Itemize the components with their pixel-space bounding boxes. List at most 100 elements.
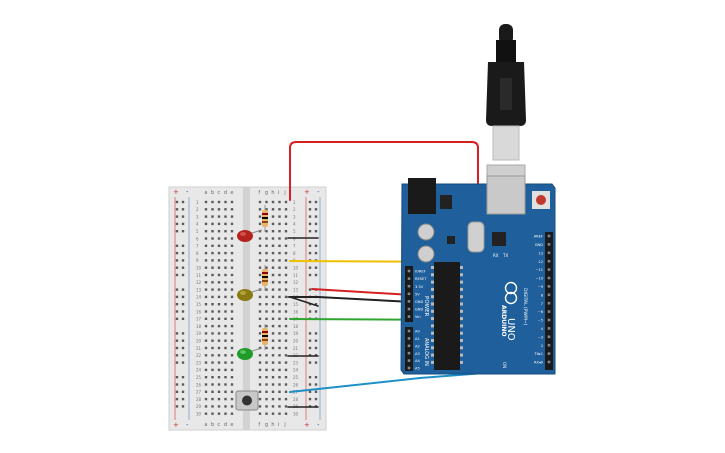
breadboard-hole[interactable] <box>211 266 214 269</box>
breadboard-hole[interactable] <box>230 332 234 335</box>
breadboard-hole[interactable] <box>265 310 268 313</box>
breadboard-hole[interactable] <box>278 281 281 284</box>
header-pin[interactable] <box>547 276 551 280</box>
breadboard-hole[interactable] <box>204 354 208 357</box>
breadboard-hole[interactable] <box>284 368 288 372</box>
breadboard-hole[interactable] <box>278 397 281 401</box>
breadboard-hole[interactable] <box>230 244 234 247</box>
black-wire-rail[interactable] <box>289 296 319 307</box>
breadboard-hole[interactable] <box>204 273 208 277</box>
breadboard-hole[interactable] <box>265 317 268 320</box>
rail-hole[interactable] <box>175 383 179 386</box>
breadboard-hole[interactable] <box>284 317 288 320</box>
breadboard-hole[interactable] <box>204 200 208 204</box>
header-pin[interactable] <box>407 292 411 296</box>
breadboard-hole[interactable] <box>278 244 281 247</box>
breadboard-hole[interactable] <box>230 376 234 379</box>
rail-hole[interactable] <box>308 251 312 255</box>
breadboard-hole[interactable] <box>278 346 281 350</box>
breadboard-hole[interactable] <box>217 230 221 233</box>
rail-hole[interactable] <box>308 273 312 277</box>
breadboard-hole[interactable] <box>230 303 234 306</box>
breadboard-hole[interactable] <box>258 266 262 269</box>
breadboard-hole[interactable] <box>211 368 214 372</box>
rail-hole[interactable] <box>308 346 312 350</box>
breadboard-hole[interactable] <box>224 324 227 328</box>
breadboard-hole[interactable] <box>284 266 288 269</box>
breadboard-hole[interactable] <box>265 303 268 306</box>
breadboard-hole[interactable] <box>278 332 281 335</box>
breadboard-hole[interactable] <box>224 295 227 299</box>
breadboard-hole[interactable] <box>230 317 234 320</box>
breadboard-hole[interactable] <box>230 368 234 372</box>
breadboard-hole[interactable] <box>278 215 281 218</box>
rail-hole[interactable] <box>308 397 312 401</box>
breadboard-hole[interactable] <box>271 310 275 313</box>
breadboard-hole[interactable] <box>258 222 262 226</box>
breadboard-hole[interactable] <box>265 383 268 386</box>
breadboard-hole[interactable] <box>204 317 208 320</box>
breadboard-hole[interactable] <box>211 222 214 226</box>
breadboard-hole[interactable] <box>224 266 227 269</box>
resistor-2[interactable] <box>262 265 268 291</box>
breadboard-hole[interactable] <box>284 230 288 233</box>
breadboard-hole[interactable] <box>204 266 208 269</box>
rail-hole[interactable] <box>314 273 318 277</box>
breadboard-hole[interactable] <box>204 215 208 218</box>
breadboard-hole[interactable] <box>224 281 227 284</box>
rail-hole[interactable] <box>308 230 312 233</box>
breadboard-hole[interactable] <box>278 368 281 372</box>
rail-hole[interactable] <box>314 332 318 335</box>
breadboard-hole[interactable] <box>224 237 227 240</box>
breadboard-hole[interactable] <box>211 354 214 357</box>
breadboard-hole[interactable] <box>204 405 208 408</box>
header-pin[interactable] <box>547 243 551 246</box>
breadboard-hole[interactable] <box>224 259 227 262</box>
breadboard-hole[interactable] <box>204 230 208 233</box>
breadboard-hole[interactable] <box>224 230 227 233</box>
rail-hole[interactable] <box>175 200 179 204</box>
breadboard-hole[interactable] <box>211 324 214 328</box>
breadboard-hole[interactable] <box>217 346 221 350</box>
breadboard-hole[interactable] <box>217 237 221 240</box>
breadboard-hole[interactable] <box>217 405 221 408</box>
breadboard-hole[interactable] <box>284 288 288 291</box>
breadboard-hole[interactable] <box>271 383 275 386</box>
breadboard-hole[interactable] <box>265 244 268 247</box>
breadboard-hole[interactable] <box>284 222 288 226</box>
breadboard-hole[interactable] <box>278 405 281 408</box>
breadboard-hole[interactable] <box>204 397 208 401</box>
breadboard-hole[interactable] <box>265 390 268 393</box>
rail-hole[interactable] <box>308 266 312 269</box>
breadboard-hole[interactable] <box>211 208 214 211</box>
header-pin[interactable] <box>547 327 551 330</box>
breadboard-hole[interactable] <box>271 303 275 306</box>
breadboard-hole[interactable] <box>224 288 227 291</box>
rail-hole[interactable] <box>175 266 179 269</box>
breadboard-hole[interactable] <box>211 310 214 313</box>
breadboard-hole[interactable] <box>224 332 227 335</box>
breadboard-hole[interactable] <box>278 339 281 342</box>
header-pin[interactable] <box>547 318 551 322</box>
rail-hole[interactable] <box>175 288 179 291</box>
breadboard-hole[interactable] <box>278 310 281 313</box>
rail-hole[interactable] <box>308 215 312 218</box>
breadboard-hole[interactable] <box>211 215 214 218</box>
rail-hole[interactable] <box>314 215 318 218</box>
rail-hole[interactable] <box>308 339 312 342</box>
breadboard-hole[interactable] <box>265 361 268 364</box>
breadboard-hole[interactable] <box>284 208 288 211</box>
breadboard-hole[interactable] <box>271 230 275 233</box>
rail-hole[interactable] <box>314 200 318 204</box>
breadboard-hole[interactable] <box>217 324 221 328</box>
breadboard-hole[interactable] <box>217 383 221 386</box>
breadboard-hole[interactable] <box>278 303 281 306</box>
breadboard-hole[interactable] <box>230 215 234 218</box>
breadboard-hole[interactable] <box>230 259 234 262</box>
breadboard-hole[interactable] <box>230 237 234 240</box>
breadboard-hole[interactable] <box>204 324 208 328</box>
breadboard-hole[interactable] <box>224 310 227 313</box>
breadboard-hole[interactable] <box>258 310 262 313</box>
